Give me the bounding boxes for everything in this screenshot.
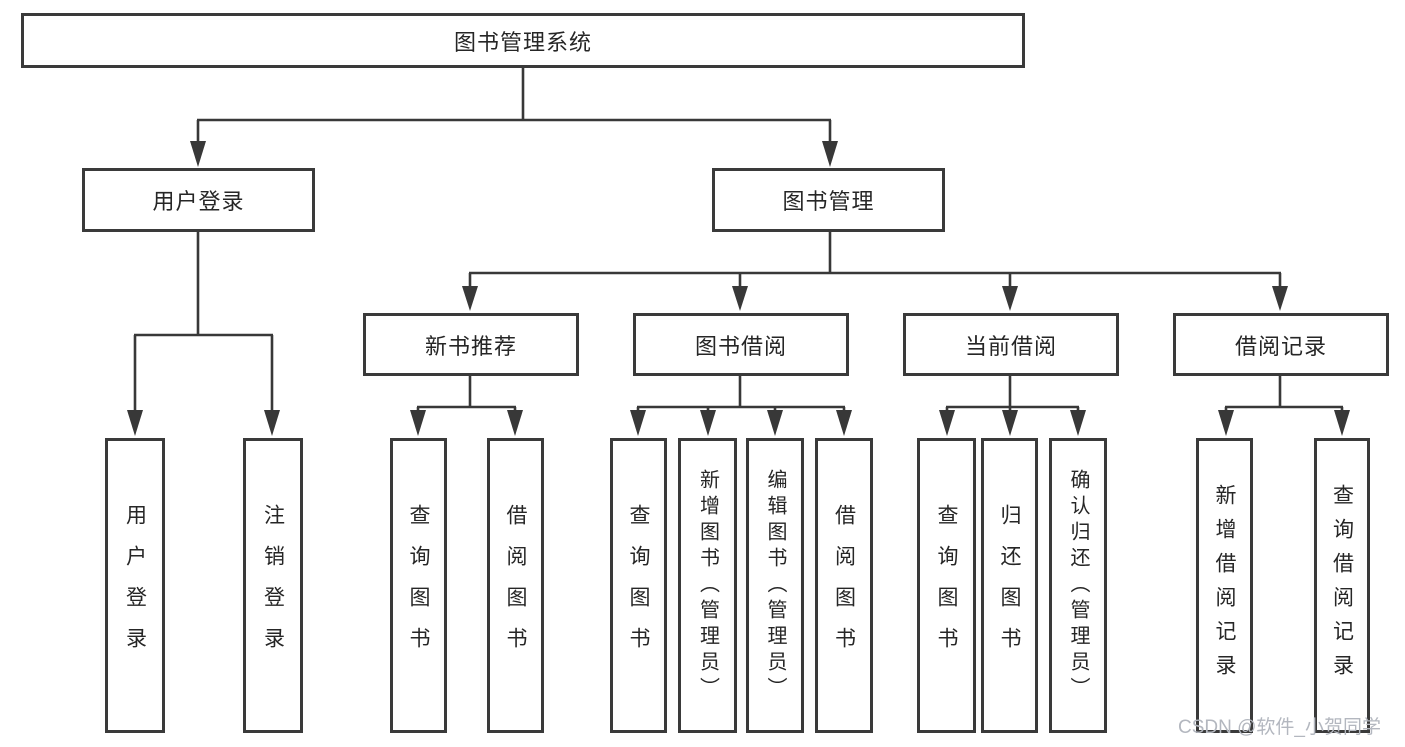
leaf-borrow-book: 借阅图书 [815,438,873,733]
leaf-borrow-book-recommend-label: 借阅图书 [504,503,527,668]
leaf-query-borrow-record: 查询借阅记录 [1314,438,1370,733]
node-library-management-system-label: 图书管理系统 [453,29,592,55]
leaf-confirm-return-admin: 确认归还（管理员） [1049,438,1107,733]
node-book-management: 图书管理 [712,168,945,232]
leaf-user-login-label: 用户登录 [123,503,147,668]
leaf-query-book-current: 查询图书 [917,438,976,733]
leaf-add-book-admin: 新增图书（管理员） [678,438,737,733]
leaf-borrow-book-label: 借阅图书 [832,503,856,668]
leaf-add-borrow-record: 新增借阅记录 [1196,438,1253,733]
leaf-query-book-current-label: 查询图书 [935,503,958,668]
leaf-edit-book-admin: 编辑图书（管理员） [746,438,804,733]
leaf-logout: 注销登录 [243,438,303,733]
node-user-login-label: 用户登录 [152,189,245,214]
leaf-edit-book-admin-label: 编辑图书（管理员） [764,468,786,703]
csdn-watermark: CSDN @软件_小贺同学 [1178,717,1381,738]
leaf-return-book-label: 归还图书 [998,503,1021,668]
leaf-user-login: 用户登录 [105,438,165,733]
node-new-book-recommend: 新书推荐 [363,313,579,376]
node-book-borrowing: 图书借阅 [633,313,849,376]
node-book-management-label: 图书管理 [782,189,875,214]
node-borrowing-records-label: 借阅记录 [1234,333,1327,359]
node-library-management-system: 图书管理系统 [21,13,1025,68]
leaf-query-book-recommend: 查询图书 [390,438,447,733]
node-book-borrowing-label: 图书借阅 [694,333,787,359]
leaf-add-borrow-record-label: 新增借阅记录 [1213,483,1236,688]
leaf-query-book-borrow-label: 查询图书 [627,503,650,668]
node-borrowing-records: 借阅记录 [1173,313,1389,376]
leaf-query-book-borrow: 查询图书 [610,438,667,733]
leaf-borrow-book-recommend: 借阅图书 [487,438,544,733]
leaf-add-book-admin-label: 新增图书（管理员） [696,468,719,703]
node-user-login: 用户登录 [82,168,315,232]
node-new-book-recommend-label: 新书推荐 [424,333,517,359]
leaf-query-borrow-record-label: 查询借阅记录 [1330,483,1354,688]
node-current-borrowing: 当前借阅 [903,313,1119,376]
leaf-confirm-return-admin-label: 确认归还（管理员） [1067,468,1089,703]
leaf-return-book: 归还图书 [981,438,1038,733]
leaf-logout-label: 注销登录 [261,503,285,668]
leaf-query-book-recommend-label: 查询图书 [407,503,430,668]
node-current-borrowing-label: 当前借阅 [964,333,1057,359]
